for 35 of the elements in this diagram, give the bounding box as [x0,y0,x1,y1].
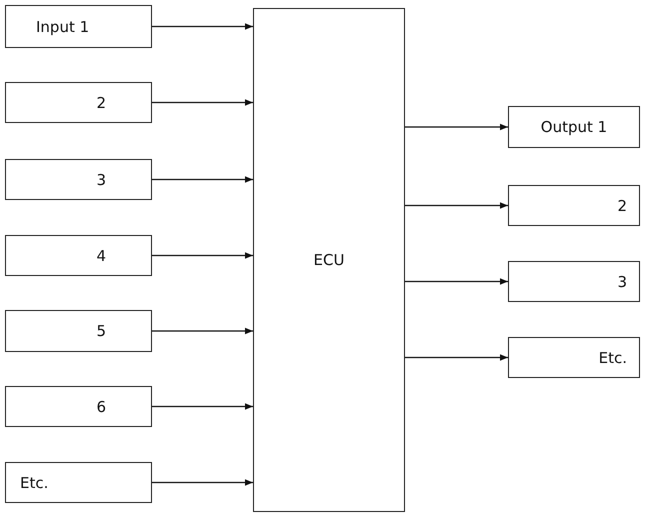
box-label: 6 [96,398,106,416]
arrow [152,403,253,410]
signal-box [5,235,152,276]
signal-box [5,310,152,352]
box-label: 2 [96,94,106,112]
box-label: 2 [617,196,627,214]
arrow [405,124,508,130]
arrow [152,328,253,334]
box-label: ECU [314,251,344,269]
arrow [152,252,253,259]
signal-box [508,261,640,302]
box-label: Input 1 [36,18,90,36]
arrow [152,479,253,486]
arrow [405,202,508,209]
box-label: 4 [96,246,106,264]
signal-box [5,82,152,123]
signal-box [508,106,640,148]
signal-box [5,462,152,503]
box-label: 3 [617,272,627,290]
signal-box [508,337,640,378]
arrow [405,278,508,285]
arrow [152,99,253,106]
control-unit-box [253,8,405,512]
arrow [405,354,508,361]
signal-box [508,185,640,226]
box-label: 5 [96,322,106,340]
box-label: Output 1 [540,118,608,136]
signal-box [5,159,152,200]
box-label: Etc. [20,474,48,492]
box-label: Etc. [598,348,627,366]
arrow [152,176,253,183]
signal-box [5,5,152,48]
arrow [152,23,253,30]
box-label: 3 [96,170,106,188]
signal-box [5,386,152,427]
